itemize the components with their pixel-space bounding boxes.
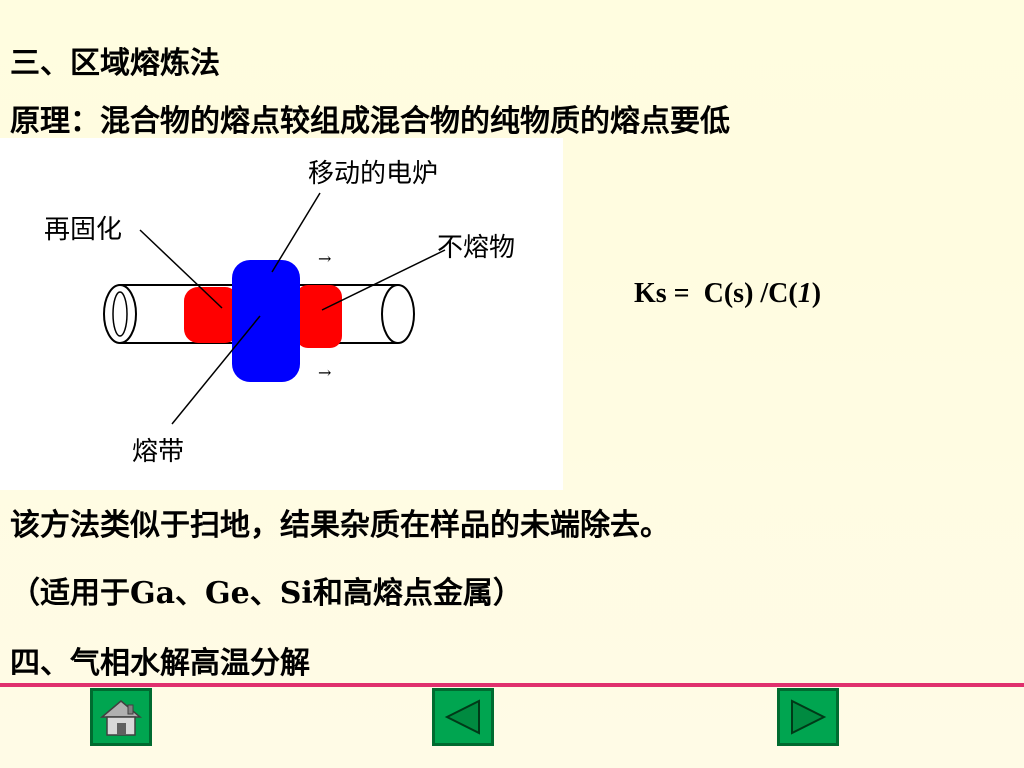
next-button[interactable]: [777, 688, 839, 746]
segregation-formula: Ks = C(s) /C(1): [634, 278, 821, 310]
resolidified-zone: [184, 287, 239, 343]
principle-text: 原理：混合物的熔点较组成混合物的纯物质的熔点要低: [10, 104, 730, 139]
leader-unmelted: [321, 249, 446, 311]
moving-furnace: [232, 260, 300, 382]
next-arrow-icon: [791, 699, 827, 735]
unmelted-zone-red: [296, 285, 342, 348]
tube-left-end: [103, 284, 137, 344]
home-icon: [99, 700, 143, 736]
leader-resolidify: [139, 229, 223, 309]
diagram-svg: 移动的电炉 再固化 不熔物 熔带 → →: [44, 159, 515, 467]
prev-arrow-icon: [444, 699, 480, 735]
direction-arrow-top: →: [318, 249, 331, 268]
formula-rhs-prefix: C(s) /C(: [703, 278, 798, 309]
formula-rhs-italic: 1: [797, 278, 812, 309]
formula-rhs-suffix: ): [811, 278, 822, 309]
next-section-title: 四、气相水解高温分解: [10, 646, 310, 681]
label-resolidify: 再固化: [44, 215, 122, 245]
home-button[interactable]: [90, 688, 152, 746]
label-melt-zone: 熔带: [132, 437, 184, 467]
previous-button[interactable]: [432, 688, 494, 746]
description-text: 该方法类似于扫地，结果杂质在样品的未端除去。: [10, 508, 670, 543]
tube-right-end: [381, 284, 415, 344]
direction-arrow-bottom: →: [318, 363, 331, 382]
footer-divider: [0, 683, 1024, 687]
label-furnace: 移动的电炉: [308, 159, 438, 189]
leader-zone: [171, 315, 261, 425]
tube-left-inner: [112, 291, 128, 337]
label-unmelted: 不熔物: [437, 233, 515, 263]
applicability-text: （适用于Ga、Ge、Si和高熔点金属）: [10, 576, 523, 611]
section-title: 三、区域熔炼法: [10, 46, 220, 81]
leader-furnace: [271, 192, 321, 273]
zone-melting-diagram: 移动的电炉 再固化 不熔物 熔带 → →: [0, 138, 563, 490]
formula-lhs: Ks =: [634, 278, 690, 309]
